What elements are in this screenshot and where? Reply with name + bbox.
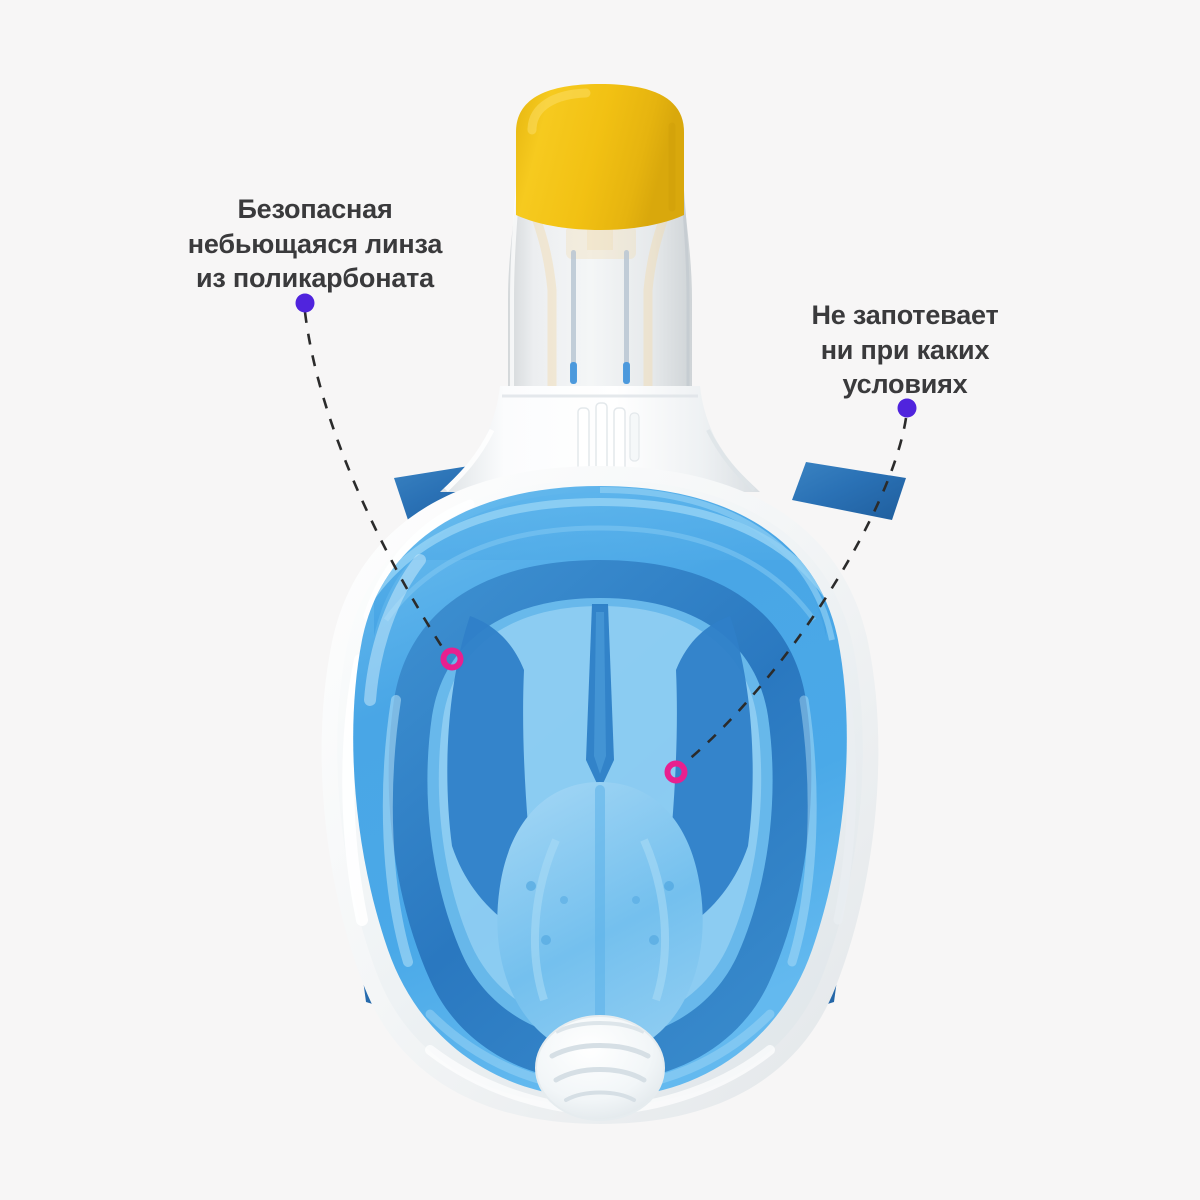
callout-target-ring-lens[interactable] (440, 647, 464, 671)
callout-target-ring-anti-fog[interactable] (664, 760, 688, 784)
callout-label-anti-fog: Не запотевает ни при каких условиях (811, 300, 999, 400)
callout-label-lens: Безопасная небьющаяся линза из поликарбо… (187, 194, 443, 294)
snorkel-top-cap (516, 84, 684, 230)
callout-line-anti-fog (685, 417, 908, 763)
callout-dot-anti-fog[interactable] (897, 398, 917, 418)
chin-exhaust-valve (535, 1015, 665, 1121)
callout-line-lens (303, 311, 446, 651)
polycarbonate-lens (353, 486, 847, 1098)
callout-dot-lens[interactable] (295, 293, 315, 313)
